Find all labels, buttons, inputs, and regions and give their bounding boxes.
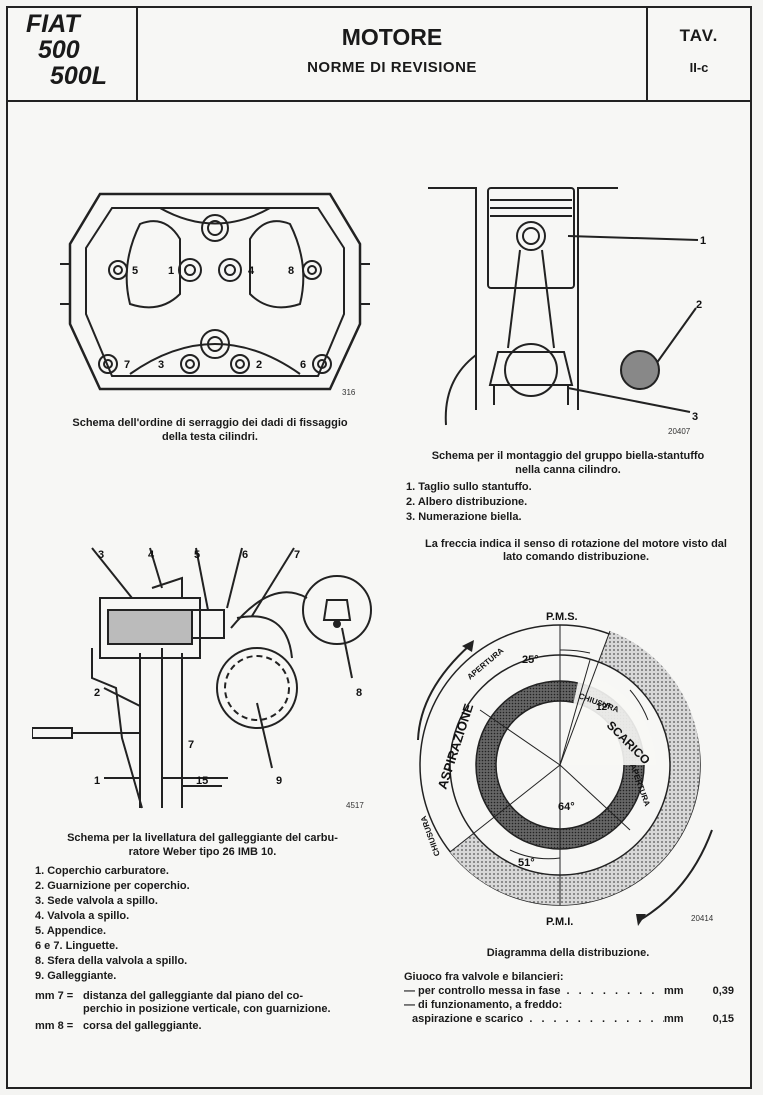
legend-item: 9. Galleggiante. [35,970,117,982]
carburetor-legend: 1. Coperchio carburatore. 2. Guarnizione… [35,864,190,984]
callout-label: 1 [94,775,100,787]
clearance-row: — di funzionamento, a freddo: [404,998,734,1012]
legend-item: 3. Sede valvola a spillo. [35,895,158,907]
pms-label: P.M.S. [546,611,578,623]
row-value: 0,39 [712,985,734,997]
row-unit: mm [664,1013,684,1025]
angle-label: 51° [518,857,535,869]
note-line: perchio in posizione verticale, con guar… [83,1003,331,1015]
valve-timing-diagram: P.M.S. P.M.I. 25° 12° 64° 51° APERTURA A… [417,611,713,928]
callout-label: 3 [98,549,104,561]
bolt-label: 8 [288,265,294,277]
head-caption: Schema dell'ordine di serraggio dei dadi… [30,416,390,444]
legend-item: 3. Numerazione biella. [406,511,522,523]
legend-item: 4. Valvola a spillo. [35,910,130,922]
note-line: lato comando distribuzione. [502,551,650,563]
bolt-label: 4 [248,265,255,277]
caption-line: della testa cilindri. [162,431,258,443]
document-page: FIAT 500 500L MOTORE NORME DI REVISIONE … [6,6,752,1089]
bolt-label: 6 [300,359,306,371]
carburetor-float-diagram: 3 4 5 6 7 8 2 1 9 7 15 [32,547,372,809]
valve-clearance-table: Giuoco fra valvole e bilancieri: — per c… [404,970,734,1026]
caption-line: nella canna cilindro. [515,464,621,476]
bolt-label: 7 [124,359,130,371]
cylinder-head-diagram: 5 1 4 8 7 3 2 6 [60,192,370,391]
angle-label: 25° [522,654,539,666]
brand-block: FIAT 500 500L [8,8,138,100]
page-title: MOTORE [341,24,443,50]
dimension-label: 15 [196,775,208,787]
caption-line: Schema per la livellatura del galleggian… [67,832,338,844]
camshaft-section [620,350,660,390]
row-label: — di funzionamento, a freddo: [404,999,563,1011]
callout-label: 2 [696,299,702,311]
clearance-row: aspirazione e scarico . . . . . . . . . … [412,1013,734,1025]
bolt-label: 1 [168,265,174,277]
legend-item: 2. Guarnizione per coperchio. [35,880,190,892]
callout-label: 3 [692,411,698,423]
row-unit: mm [664,985,684,997]
callout-label: 1 [700,235,706,247]
legend-item: 1. Taglio sullo stantuffo. [406,481,532,493]
callout-label: 6 [242,549,248,561]
page-subtitle: NORME DI REVISIONE [307,59,477,76]
pmi-label: P.M.I. [546,916,573,928]
callout-label: 9 [276,775,282,787]
piston-caption: Schema per il montaggio del gruppo biell… [398,449,738,477]
note-line: corsa del galleggiante. [83,1020,202,1032]
caption-line: ratore Weber tipo 26 IMB 10. [128,846,277,858]
piston-legend: 1. Taglio sullo stantuffo. 2. Albero dis… [406,480,532,525]
callout-label: 4 [148,549,155,561]
legend-item: 2. Albero distribuzione. [406,496,528,508]
tav-number: II-c [689,60,709,75]
brand-line-1: FIAT [26,10,80,38]
rotation-note: La freccia indica il senso di rotazione … [406,538,746,564]
callout-label: 8 [356,687,362,699]
tav-label: TAV. [679,26,719,45]
callout-label: 7 [294,549,300,561]
dimension-label: 7 [188,739,194,751]
note-line: distanza del galleggiante dal piano del … [83,990,304,1002]
note-line: La freccia indica il senso di rotazione … [425,538,727,550]
caption-line: Schema per il montaggio del gruppo biell… [431,450,705,462]
bolt-label: 2 [256,359,262,371]
figure-number: 20414 [691,914,714,923]
legend-item: 6 e 7. Linguette. [35,940,119,952]
brand-line-2: 500 [38,36,80,64]
clearance-title: Giuoco fra valvole e bilancieri: [404,971,564,983]
legend-item: 8. Sfera della valvola a spillo. [35,955,188,967]
timing-caption: Diagramma della distribuzione. [486,947,650,959]
title-block: MOTORE NORME DI REVISIONE [138,8,648,100]
mm8-label: mm 8 = [35,1020,74,1032]
mm7-label: mm 7 = [35,990,74,1002]
row-value: 0,15 [712,1013,734,1025]
callout-label: 2 [94,687,100,699]
float-distance-note: mm 7 = distanza del galleggiante dal pia… [35,990,375,1033]
angle-label: 12° [596,702,611,713]
piston-rod-diagram: 1 2 3 [428,187,706,426]
figure-number: 4517 [346,801,364,810]
row-label: — per controllo messa in fase [404,985,561,997]
table-number-block: TAV. II-c [648,8,750,100]
bolt-label: 3 [158,359,164,371]
caption-line: Schema dell'ordine di serraggio dei dadi… [72,417,348,429]
figure-number: 20407 [668,427,691,436]
legend-item: 1. Coperchio carburatore. [35,865,169,877]
figure-number: 316 [342,388,356,397]
row-label: aspirazione e scarico [412,1013,524,1025]
legend-item: 5. Appendice. [35,925,107,937]
clearance-row: — per controllo messa in fase . . . . . … [404,985,734,997]
brand-line-3: 500L [50,62,107,90]
angle-label: 64° [558,801,575,813]
callout-label: 5 [194,549,200,561]
page-header: FIAT 500 500L MOTORE NORME DI REVISIONE … [8,8,750,102]
bolt-label: 5 [132,265,138,277]
carburetor-caption: Schema per la livellatura del galleggian… [30,831,375,859]
